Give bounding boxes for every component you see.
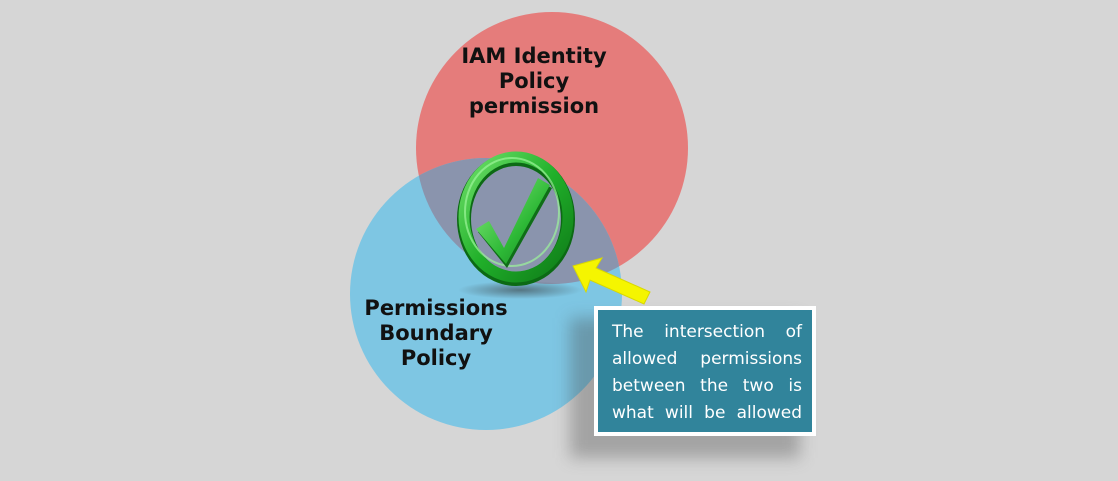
callout-text: The intersection of allowed permissions …: [598, 310, 812, 432]
callout-line-2: allowed permissions: [612, 349, 802, 369]
permissions-boundary-label-line-3: Policy: [400, 345, 472, 370]
callout-line-3: between the two is: [612, 376, 802, 396]
check-circle-icon: [457, 151, 575, 286]
iam-policy-label-line-3: permission: [468, 93, 600, 118]
callout-line-4: what will be allowed: [612, 403, 802, 423]
permissions-boundary-label-line-2: Boundary: [379, 320, 493, 345]
iam-policy-label-line-2: Policy: [498, 68, 570, 93]
arrow-icon: [572, 257, 651, 305]
iam-policy-label: IAM Identity Policy permission: [434, 44, 634, 118]
permissions-boundary-label-line-1: Permissions: [364, 296, 508, 320]
iam-policy-label-line-1: IAM Identity: [461, 44, 607, 68]
callout-box: The intersection of allowed permissions …: [594, 306, 816, 436]
permissions-boundary-label: Permissions Boundary Policy: [336, 296, 536, 370]
check-icon-shadow: [458, 281, 582, 299]
callout-line-1: The intersection of: [612, 322, 802, 342]
